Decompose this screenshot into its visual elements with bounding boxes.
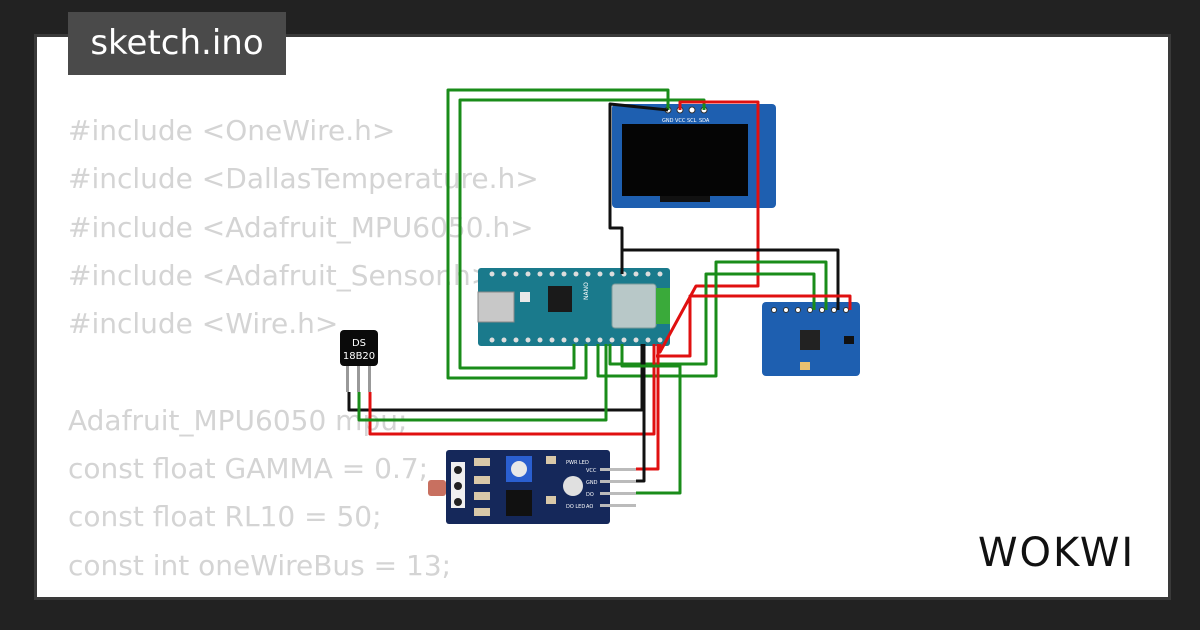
ds18b20-sensor[interactable]: DS 18B20: [340, 330, 378, 392]
code-line-1: #include <OneWire.h>: [68, 114, 396, 147]
wire-red-1: [658, 100, 760, 354]
ldr-pin-do: DO: [586, 492, 594, 498]
oled-pin-sda: SDA: [699, 118, 710, 124]
wires: [347, 88, 852, 495]
code-line-4: #include <Adafruit_Sensor.h>: [68, 258, 495, 292]
wire-red-2: [656, 294, 852, 358]
wire-green-4: [596, 260, 828, 378]
code-line-5: #include <Wire.h>: [68, 307, 339, 341]
wokwi-logo-icon: WOKWI: [978, 530, 1135, 576]
ldr-do-led-label: DO LED: [566, 504, 585, 510]
ldr-pwr-led-label: PWR LED: [566, 460, 589, 466]
mpu6050-module[interactable]: [762, 302, 860, 376]
ds18b20-label-1: DS: [352, 338, 366, 349]
wire-black-1: [608, 102, 669, 274]
code-line-3: #include <Adafruit_MPU6050.h>: [68, 210, 534, 244]
code-line-11: Looking like hung, digitalPort(4,1);: [68, 590, 550, 598]
wire-black-4: [636, 344, 646, 483]
oled-pin-gnd: GND: [662, 118, 674, 124]
arduino-label: NANO: [583, 282, 590, 300]
wire-green-3: [608, 272, 816, 366]
ds18b20-label-2: 18B20: [343, 351, 375, 362]
code-line-9: const float RL10 = 50;: [68, 500, 382, 534]
wire-green-6: [620, 344, 682, 495]
ldr-pin-ao: AO: [586, 504, 593, 510]
wire-green-5: [357, 344, 608, 422]
wire-black-2: [622, 248, 840, 310]
oled-pin-scl: SCL: [687, 118, 697, 124]
ldr-module[interactable]: PWR LED DO LED VCC GND DO AO: [428, 450, 636, 524]
wire-red-3: [368, 344, 656, 436]
code-line-8: const float GAMMA = 0.7;: [68, 452, 429, 486]
oled-pin-vcc: VCC: [675, 118, 686, 124]
code-line-10: const int oneWireBus = 13;: [68, 548, 452, 582]
oled-display[interactable]: GND VCC SCL SDA: [612, 104, 776, 208]
ldr-pin-gnd: GND: [586, 480, 598, 486]
wire-black-3: [347, 344, 644, 412]
code-line-2: #include <DallasTemperature.h>: [68, 162, 539, 196]
arduino-nano[interactable]: NANO: [477, 268, 670, 346]
wokwi-logo: WOKWI: [978, 526, 1148, 581]
ldr-pin-vcc: VCC: [586, 468, 597, 474]
wokwi-logo-text: WOKWI: [978, 530, 1135, 576]
wire-green-1: [446, 88, 670, 380]
file-tab[interactable]: sketch.ino: [68, 12, 286, 75]
